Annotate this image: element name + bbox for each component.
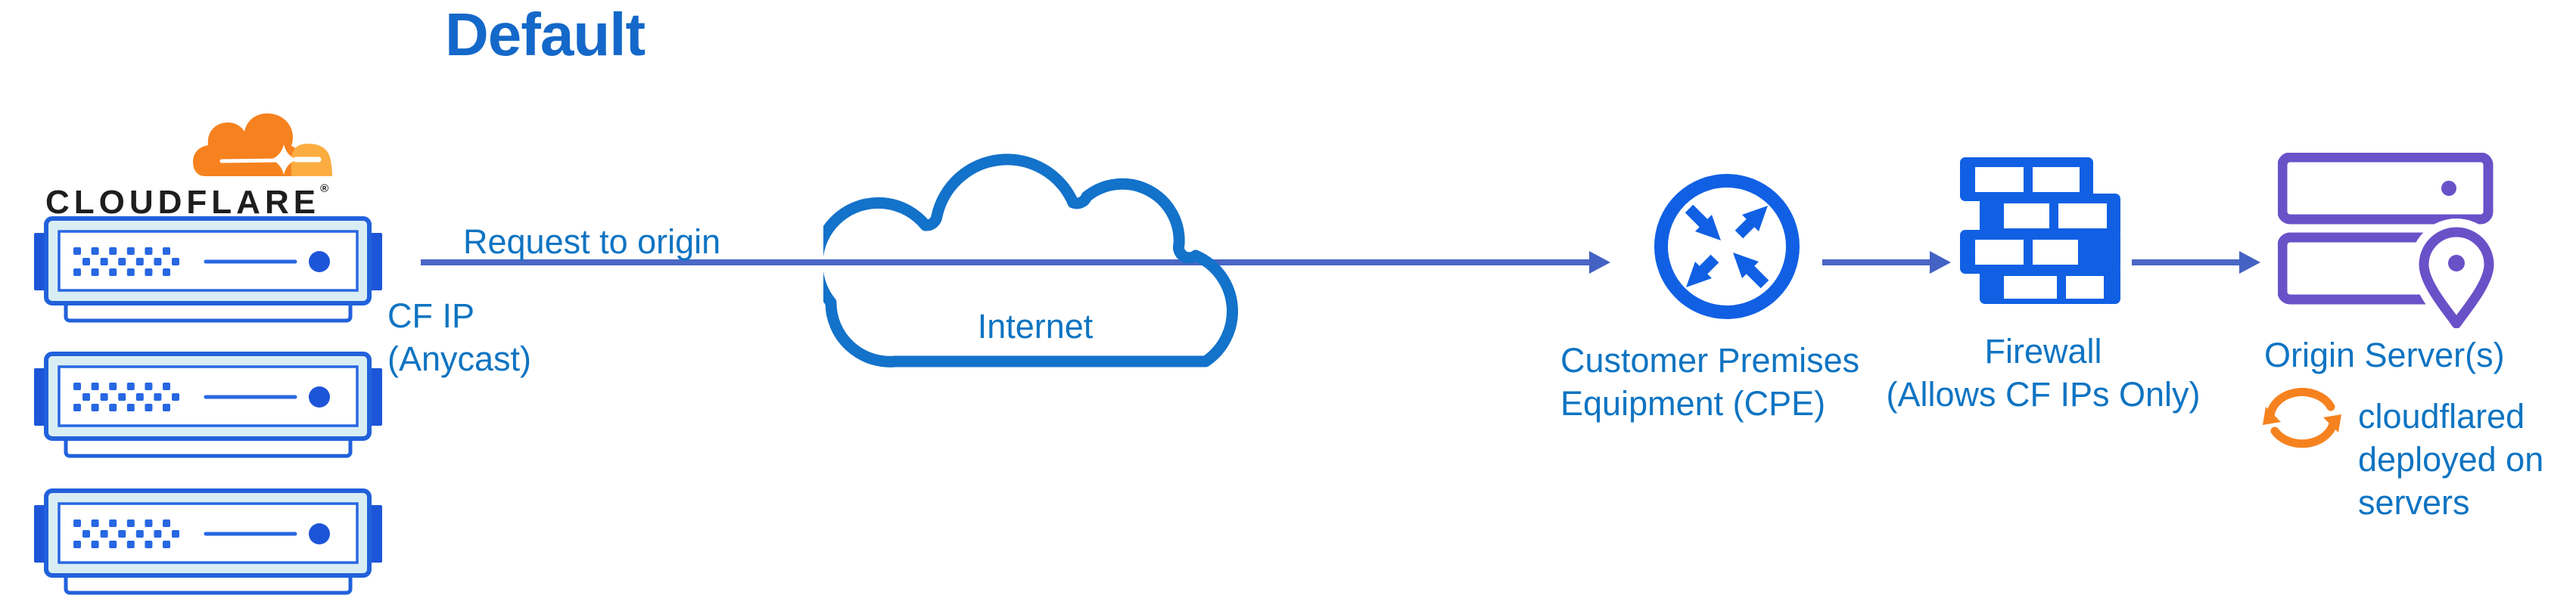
cf-ip-label-line2: (Anycast): [387, 340, 532, 378]
flow-arrow-firewall-to-origin: [2132, 259, 2239, 265]
cf-ip-label-line1: CF IP: [387, 296, 475, 335]
firewall-label-line2: (Allows CF IPs Only): [1886, 375, 2201, 414]
internet-cloud-outline: Internet: [823, 112, 1271, 367]
request-to-origin-label: Request to origin: [463, 222, 721, 261]
flow-arrow-request: [421, 259, 1589, 265]
origin-servers-label: Origin Server(s): [2264, 336, 2505, 374]
cpe-router-icon: [1653, 172, 1801, 324]
origin-servers-icon: [2277, 152, 2503, 337]
cloudflare-wordmark-text: CLOUDFLARE: [45, 184, 321, 221]
internet-label: Internet: [977, 307, 1094, 346]
firewall-icon: [1960, 157, 2120, 308]
edge-server-icon: [34, 488, 382, 600]
cf-ip-anycast-label: CF IP (Anycast): [387, 294, 531, 380]
edge-server-icon: [34, 216, 382, 327]
cloudflared-note: cloudflared deployed on servers: [2358, 397, 2544, 522]
cpe-label-line2: Equipment (CPE): [1560, 384, 1826, 423]
cloudflare-wordmark: CLOUDFLARE®: [45, 182, 328, 222]
edge-server-icon: [34, 352, 382, 463]
page-title: Default: [445, 1, 646, 68]
location-pin-icon: [2410, 219, 2503, 337]
flow-arrow-cpe-to-firewall: [1822, 259, 1930, 265]
firewall-label: Firewall (Allows CF IPs Only): [1854, 330, 2232, 416]
firewall-label-line1: Firewall: [1984, 332, 2102, 371]
cloudflare-cloud-icon: [193, 113, 332, 176]
registered-trademark-symbol: ®: [320, 182, 329, 195]
cloudflare-logo-icon: [193, 113, 334, 178]
cpe-label-line1: Customer Premises: [1560, 341, 1860, 380]
cloud-icon: [823, 154, 1238, 367]
sync-arrows-icon: [2260, 384, 2344, 457]
cpe-label: Customer Premises Equipment (CPE): [1560, 339, 1859, 425]
